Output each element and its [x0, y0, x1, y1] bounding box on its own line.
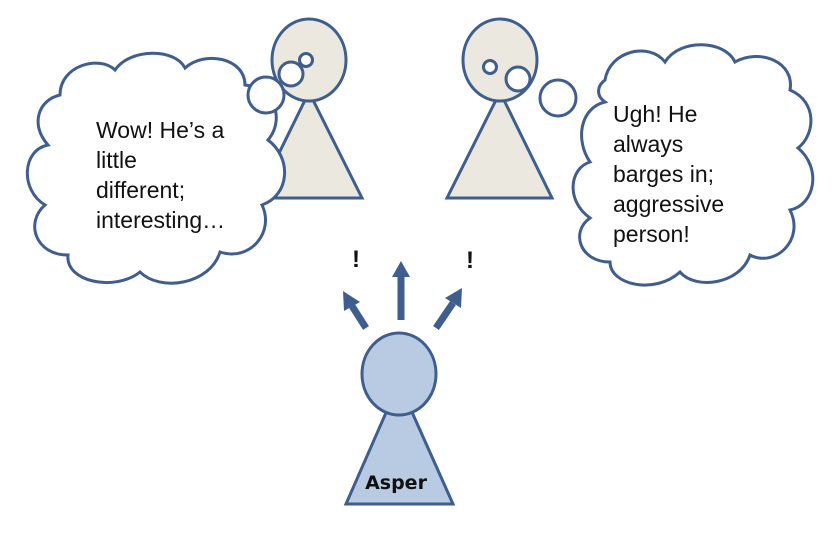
right-observer-body: [444, 88, 555, 200]
asper-figure: [343, 331, 456, 506]
left-cloud-shape: [25, 51, 286, 285]
left-thought-bubble-large: [246, 75, 286, 115]
asper-label: Asper: [365, 472, 427, 494]
left-thought-text: Wow! He’s a little different; interestin…: [96, 117, 226, 233]
left-thought-bubble-medium: [277, 60, 305, 88]
right-thought-bubble-medium: [504, 65, 532, 93]
exclamation-mark-right: !: [466, 247, 474, 274]
right-observer-figure: [444, 17, 555, 200]
right-thought-bubble-small: [482, 59, 498, 75]
asper-body: [343, 379, 456, 506]
right-thought-cloud: [571, 43, 815, 287]
right-thought-text: Ugh! He always barges in; aggressive per…: [613, 101, 725, 247]
right-thought-bubble-large: [538, 78, 578, 118]
arrow-up: [392, 261, 410, 320]
exclamation-mark-left: !: [352, 246, 360, 273]
left-thought-bubble-small: [298, 52, 314, 68]
left-thought-cloud: [25, 51, 286, 285]
arrow-up-right: [433, 288, 462, 330]
right-cloud-shape: [571, 43, 815, 287]
arrow-up-left: [343, 291, 369, 330]
asper-head: [360, 331, 438, 417]
reaction-arrows: [343, 261, 462, 330]
